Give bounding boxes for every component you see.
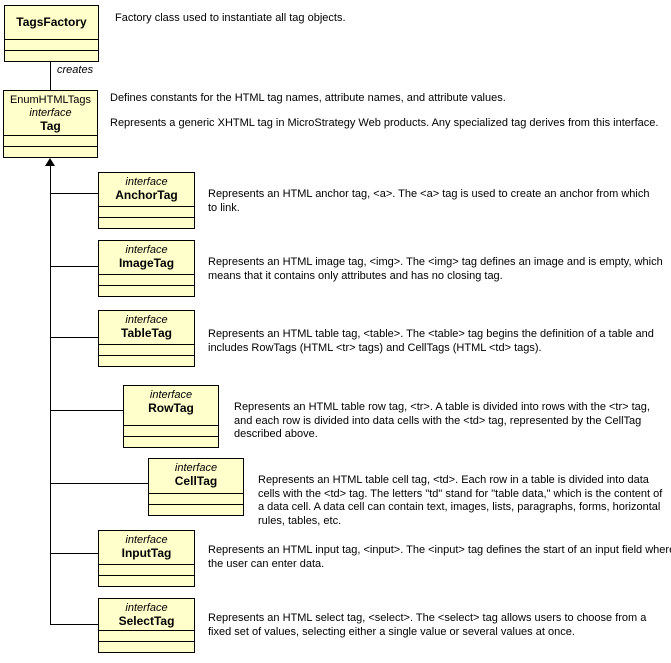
class-title: TagsFactory [5, 6, 98, 39]
class-enum-name: EnumHTMLTags [9, 94, 92, 106]
class-title: EnumHTMLTags interface Tag [4, 91, 97, 135]
class-description: Represents a generic XHTML tag in MicroS… [110, 117, 659, 129]
class-description: Represents an HTML input tag, <input>. T… [208, 544, 671, 570]
methods-compartment [149, 504, 243, 515]
attributes-compartment [99, 274, 194, 285]
class-name: ImageTag [118, 256, 175, 270]
connector-line-tabletag [50, 337, 98, 338]
interface-stereotype: interface [125, 602, 168, 614]
methods-compartment [4, 146, 97, 157]
methods-compartment [5, 50, 98, 61]
attributes-compartment [4, 135, 97, 146]
class-title: interface InputTag [99, 531, 194, 564]
class-title: interface ImageTag [99, 241, 194, 274]
class-box-anchortag: interface AnchorTag [98, 172, 195, 229]
class-description: Represents an HTML table row tag, <tr>. … [234, 401, 650, 440]
attributes-compartment [99, 564, 194, 575]
class-description: Represents an HTML select tag, <select>.… [208, 612, 647, 638]
attributes-compartment [99, 206, 194, 217]
class-box-tagsfactory: TagsFactory [4, 5, 99, 62]
connector-line-rowtag [50, 410, 123, 411]
methods-compartment [99, 641, 194, 652]
generalization-trunk-line [50, 166, 51, 624]
generalization-arrowhead-icon [45, 158, 55, 166]
connector-line-anchortag [50, 193, 98, 194]
attributes-compartment [5, 39, 98, 50]
class-title: interface TableTag [99, 311, 194, 344]
attributes-compartment [99, 630, 194, 641]
class-title: interface RowTag [124, 386, 218, 425]
class-box-tabletag: interface TableTag [98, 310, 195, 367]
class-box-celltag: interface CellTag [148, 458, 244, 516]
class-description: Represents an HTML anchor tag, <a>. The … [208, 188, 650, 214]
connector-line-celltag [50, 483, 148, 484]
class-box-inputtag: interface InputTag [98, 530, 195, 587]
interface-stereotype: interface [125, 314, 168, 326]
class-name: RowTag [148, 401, 194, 415]
attributes-compartment [149, 493, 243, 504]
class-box-rowtag: interface RowTag [123, 385, 219, 448]
interface-stereotype: interface [29, 107, 72, 119]
class-name: SelectTag [118, 614, 175, 628]
connector-line-selecttag [50, 624, 98, 625]
class-name: AnchorTag [115, 188, 178, 202]
attributes-compartment [99, 344, 194, 355]
connector-line-inputtag [50, 553, 98, 554]
attributes-compartment [124, 425, 218, 436]
class-title: interface AnchorTag [99, 173, 194, 206]
methods-compartment [99, 355, 194, 366]
class-description: Represents an HTML table tag, <table>. T… [208, 328, 654, 354]
class-box-selecttag: interface SelectTag [98, 598, 195, 653]
methods-compartment [99, 285, 194, 296]
creates-connector-line [50, 62, 51, 90]
class-box-imagetag: interface ImageTag [98, 240, 195, 297]
interface-stereotype: interface [125, 534, 168, 546]
class-description: Represents an HTML table cell tag, <td>.… [258, 474, 663, 527]
class-title: interface CellTag [149, 459, 243, 493]
class-name: TableTag [121, 326, 172, 340]
class-description: Defines constants for the HTML tag names… [110, 92, 506, 104]
creates-label: creates [57, 64, 94, 76]
class-title: interface SelectTag [99, 599, 194, 630]
class-description: Represents an HTML image tag, <img>. The… [208, 256, 663, 282]
interface-stereotype: interface [174, 462, 218, 474]
methods-compartment [99, 217, 194, 228]
interface-stereotype: interface [125, 176, 168, 188]
interface-stereotype: interface [125, 244, 168, 256]
class-name: Tag [40, 119, 61, 133]
methods-compartment [124, 436, 218, 447]
class-name: InputTag [121, 546, 172, 560]
methods-compartment [99, 575, 194, 586]
class-box-tag: EnumHTMLTags interface Tag [3, 90, 98, 158]
class-name: TagsFactory [16, 15, 87, 29]
interface-stereotype: interface [149, 389, 193, 401]
connector-line-imagetag [50, 266, 98, 267]
class-name: CellTag [174, 474, 218, 488]
class-description: Factory class used to instantiate all ta… [115, 12, 346, 24]
